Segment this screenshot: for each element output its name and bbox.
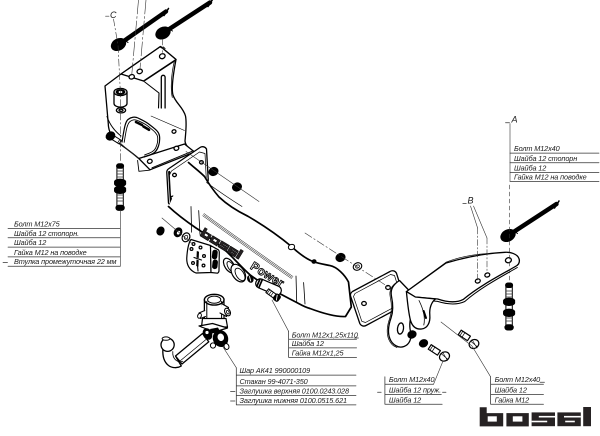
- svg-text:Втулка промежуточная 22 мм: Втулка промежуточная 22 мм: [14, 257, 117, 266]
- svg-text:Заглушка нижняя 0100.0515.621: Заглушка нижняя 0100.0515.621: [240, 396, 348, 405]
- svg-text:Заглушка верхняя 0100.0243.028: Заглушка верхняя 0100.0243.028: [240, 386, 350, 395]
- svg-text:Гайка М12х1,25: Гайка М12х1,25: [292, 348, 345, 357]
- svg-text:Шайба 12: Шайба 12: [495, 385, 527, 394]
- svg-text:Шайба 12: Шайба 12: [514, 164, 546, 173]
- svg-text:Гайка М12: Гайка М12: [495, 395, 530, 404]
- svg-text:Гайка М12 на поводке: Гайка М12 на поводке: [514, 172, 587, 181]
- svg-text:Стакан 99-4071-350: Стакан 99-4071-350: [240, 377, 308, 386]
- svg-text:C: C: [110, 10, 117, 20]
- svg-text:Болт М12х40: Болт М12х40: [389, 375, 435, 384]
- svg-text:Болт М12х40: Болт М12х40: [514, 144, 560, 153]
- svg-text:Шайба 12 стопорн: Шайба 12 стопорн: [514, 154, 577, 163]
- svg-text:Болт М12х1,25х110: Болт М12х1,25х110: [292, 330, 358, 339]
- svg-text:A: A: [511, 115, 518, 125]
- svg-text:Шайба 12: Шайба 12: [389, 395, 421, 404]
- svg-text:Шайба 12: Шайба 12: [292, 339, 324, 348]
- svg-text:Шайба 12: Шайба 12: [14, 238, 46, 247]
- svg-text:Болт М12х40: Болт М12х40: [495, 375, 541, 384]
- svg-text:Шайба 12 стопорн.: Шайба 12 стопорн.: [14, 229, 79, 238]
- svg-text:Шар АК41 990000109: Шар АК41 990000109: [240, 366, 311, 375]
- svg-text:Гайка М12 на поводке: Гайка М12 на поводке: [14, 248, 87, 257]
- svg-text:B: B: [468, 196, 474, 206]
- svg-text:Болт М12х75: Болт М12х75: [14, 219, 61, 228]
- svg-text:Шайба 12 пруж.: Шайба 12 пруж.: [389, 385, 441, 394]
